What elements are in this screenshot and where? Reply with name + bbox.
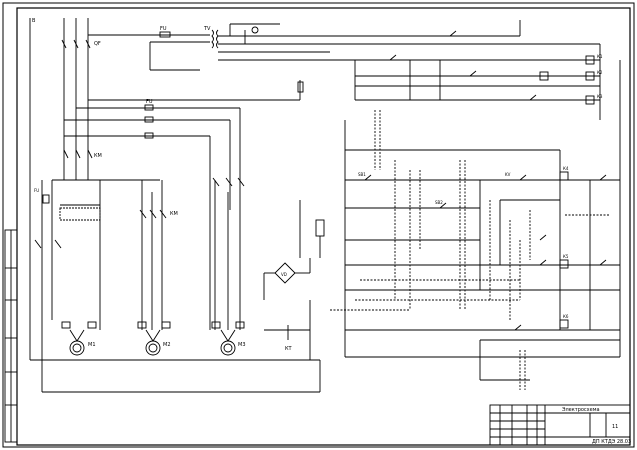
brake-circuit: [264, 200, 325, 360]
label-KT: КТ: [285, 346, 293, 352]
label-coil2: К2: [597, 70, 603, 75]
title-text: Электросхема: [562, 407, 600, 413]
label-coil5: К5: [563, 254, 569, 259]
mechanical-links: [330, 110, 610, 390]
label-KM1: КМ: [170, 211, 178, 217]
fuse-icon: [159, 31, 171, 38]
label-L1: В: [32, 18, 36, 24]
left-contacts: [34, 194, 62, 249]
label-coil3: К3: [597, 94, 603, 99]
label-SB1: SB1: [358, 172, 366, 177]
feeder-lines: [64, 80, 304, 330]
control-rows-top: [330, 20, 601, 120]
sheet-number: 11: [612, 424, 618, 430]
title-block: [489, 404, 631, 446]
switch-icon: [364, 30, 607, 331]
inner-frame: [16, 7, 631, 446]
overload-relays: [61, 321, 245, 329]
transformer-branch: [88, 23, 355, 71]
label-KM: КМ: [94, 153, 102, 159]
label-TV: TV: [203, 26, 211, 32]
label-coil6: К6: [563, 314, 569, 319]
control-rails: [344, 60, 621, 381]
label-coil1: К1: [597, 54, 603, 59]
label-coil4: К4: [563, 166, 569, 171]
label-M1: М1: [88, 342, 96, 348]
label-KV: KV: [505, 172, 511, 177]
label-SB2: SB2: [435, 200, 443, 205]
label-FU3: FU: [34, 188, 39, 193]
side-stamp: [4, 229, 18, 443]
motor-icon: [220, 340, 236, 356]
coil-icon: [539, 55, 595, 329]
label-M2: М2: [163, 342, 171, 348]
label-FU1: FU: [160, 26, 167, 32]
transformer-icon: [211, 29, 219, 49]
lamp-icon: [251, 26, 259, 34]
label-FU2: FU: [146, 99, 153, 105]
label-VD: VD: [281, 272, 287, 277]
label-M3: М3: [238, 342, 246, 348]
rectifier-icon: [263, 258, 311, 300]
motor-icon: [69, 340, 85, 356]
motor-branches: [51, 177, 245, 330]
label-QF: QF: [94, 41, 101, 47]
main-switch: [61, 39, 93, 159]
doc-code: ДП КТДЭ 28.03: [592, 439, 631, 445]
control-rows-middle: [345, 150, 620, 331]
motor-icon: [145, 340, 161, 356]
